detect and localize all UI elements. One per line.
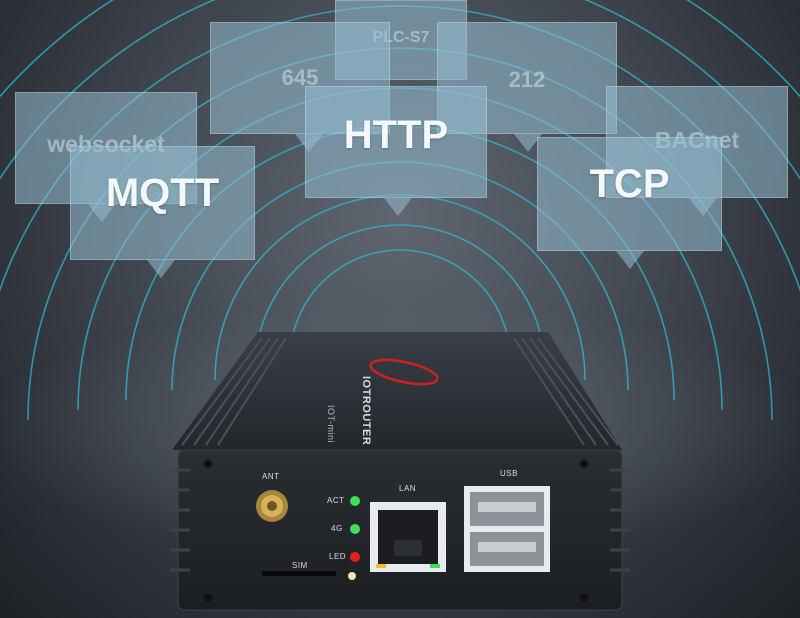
protocol-label: 645 [281, 65, 319, 90]
protocol-label: MQTT [105, 171, 220, 215]
bubble-tail [616, 251, 644, 269]
led-indicator [350, 552, 360, 562]
protocol-bubble-tcp: TCP [537, 137, 722, 269]
ant-label: ANT [262, 472, 280, 481]
lan-port[interactable] [370, 502, 446, 572]
router-device [170, 332, 630, 611]
screw [580, 460, 588, 468]
screw [580, 594, 588, 602]
bubble-tail [384, 198, 412, 216]
protocol-bubble-http: HTTP [305, 86, 487, 216]
sim-label: SIM [292, 561, 308, 570]
screw [204, 460, 212, 468]
4g-label: 4G [331, 524, 343, 533]
protocol-label: 212 [508, 67, 546, 92]
antenna-connector[interactable] [256, 490, 288, 522]
protocol-label: HTTP [343, 113, 449, 157]
protocol-bubble-212: 212 [437, 22, 617, 152]
reset-led [348, 572, 356, 580]
bubble-tail [147, 260, 175, 278]
protocol-label: TCP [589, 162, 670, 206]
bubble-tail [514, 134, 542, 152]
act-led [350, 496, 360, 506]
device-top-panel [172, 332, 622, 450]
model-text: IOT-mini [326, 405, 336, 444]
usb-port[interactable] [464, 486, 550, 572]
brand-logo [369, 358, 439, 386]
4g-led [350, 524, 360, 534]
usb-label: USB [500, 469, 518, 478]
lan-label: LAN [399, 484, 417, 493]
screw [204, 594, 212, 602]
brand-text: IOTROUTER [360, 376, 372, 446]
act-label: ACT [327, 496, 345, 505]
led-label: LED [329, 552, 347, 561]
protocol-bubble-mqtt: MQTT [70, 146, 255, 278]
sim-slot[interactable] [262, 571, 336, 576]
